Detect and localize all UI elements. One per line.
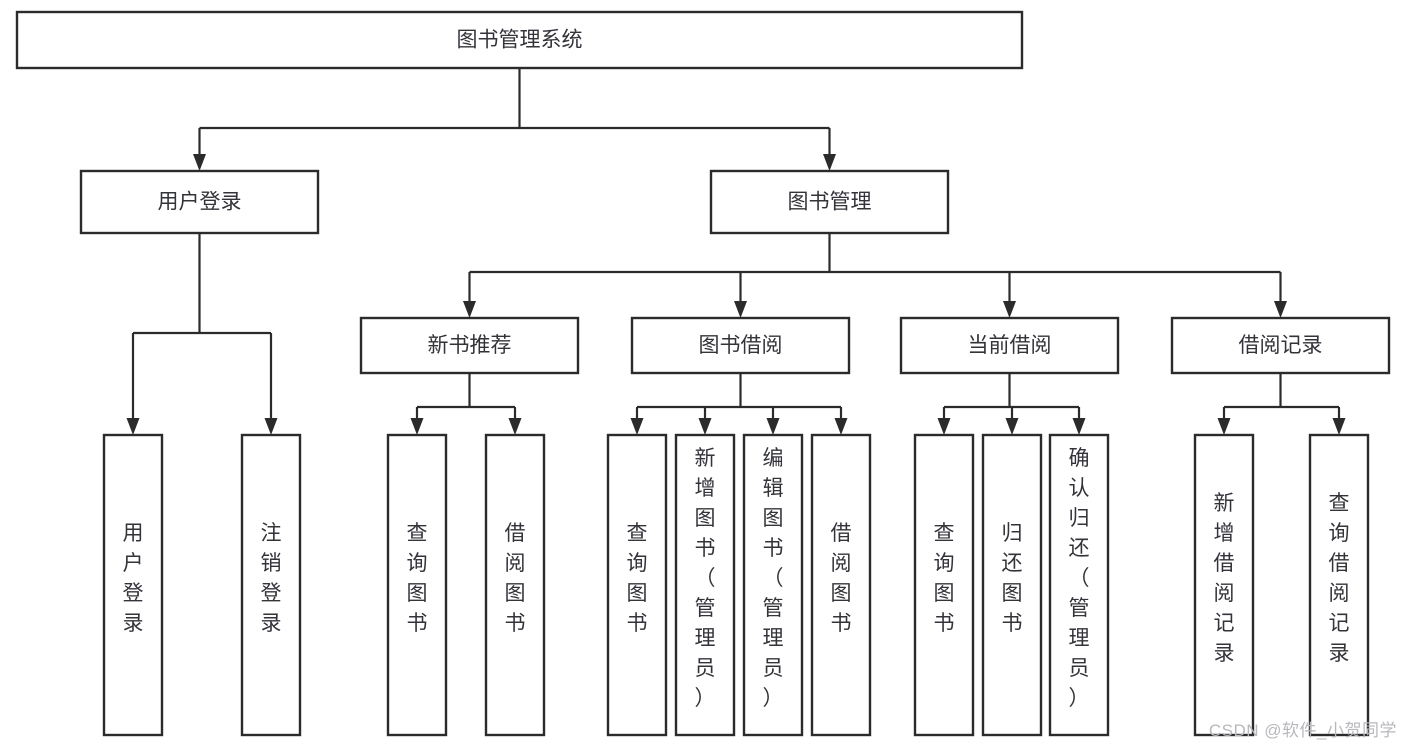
- edge-arrowhead: [1217, 418, 1231, 435]
- edge-arrowhead: [1072, 418, 1086, 435]
- node-box-user-login[interactable]: [79, 169, 320, 235]
- csdn-watermark: CSDN @软件_小贺同学: [1208, 721, 1397, 740]
- node-label-leaf-query-book-1: 查询图书: [407, 522, 428, 635]
- node-box-book-borrow[interactable]: [630, 316, 851, 375]
- node-borrow-record[interactable]: 借阅记录: [1170, 316, 1391, 375]
- node-leaf-logout[interactable]: 注销登录: [240, 433, 302, 737]
- node-label-borrow-record: 借阅记录: [1239, 334, 1323, 357]
- node-user-login[interactable]: 用户登录: [79, 169, 320, 235]
- node-box-leaf-logout[interactable]: [240, 433, 302, 737]
- node-box-leaf-query-book-1[interactable]: [386, 433, 448, 737]
- node-leaf-add-record[interactable]: 新增借阅记录: [1193, 433, 1255, 737]
- edge-arrowhead: [766, 418, 780, 435]
- node-leaf-user-login[interactable]: 用户登录: [102, 433, 164, 737]
- node-leaf-query-record[interactable]: 查询借阅记录: [1308, 433, 1370, 737]
- node-label-leaf-add-record: 新增借阅记录: [1214, 492, 1235, 665]
- edge-arrowhead: [734, 301, 747, 318]
- node-label-leaf-user-login: 用户登录: [123, 522, 144, 635]
- node-box-leaf-edit-book[interactable]: [742, 433, 804, 737]
- node-label-leaf-query-book-2: 查询图书: [627, 522, 648, 635]
- edge-arrowhead: [193, 154, 206, 171]
- node-label-book-borrow: 图书借阅: [699, 334, 783, 357]
- node-box-book-manage[interactable]: [709, 169, 950, 235]
- node-label-leaf-edit-book: 编辑图书（管理员）: [763, 447, 784, 710]
- edge-arrowhead: [1003, 301, 1016, 318]
- node-box-leaf-confirm-return[interactable]: [1048, 433, 1110, 737]
- node-box-root[interactable]: [15, 10, 1024, 70]
- edge-arrowhead: [1005, 418, 1019, 435]
- node-box-leaf-query-record[interactable]: [1308, 433, 1370, 737]
- edge-arrowhead: [508, 418, 522, 435]
- node-box-leaf-borrow-book-2[interactable]: [810, 433, 872, 737]
- node-root[interactable]: 图书管理系统: [15, 10, 1024, 70]
- node-label-leaf-borrow-book-2: 借阅图书: [831, 522, 852, 635]
- node-leaf-add-book[interactable]: 新增图书（管理员）: [674, 433, 736, 737]
- node-label-user-login: 用户登录: [158, 191, 242, 214]
- edge-arrowhead: [410, 418, 424, 435]
- node-label-current-borrow: 当前借阅: [968, 334, 1052, 357]
- node-label-leaf-query-book-3: 查询图书: [934, 522, 955, 635]
- edge-arrowhead: [698, 418, 712, 435]
- edge-layer: [126, 68, 1346, 435]
- node-leaf-query-book-2[interactable]: 查询图书: [606, 433, 668, 737]
- node-label-leaf-borrow-book-1: 借阅图书: [505, 522, 526, 635]
- node-label-new-book-recommend: 新书推荐: [428, 334, 512, 357]
- node-label-root: 图书管理系统: [457, 29, 583, 52]
- node-leaf-edit-book[interactable]: 编辑图书（管理员）: [742, 433, 804, 737]
- node-label-leaf-logout: 注销登录: [261, 522, 282, 635]
- node-leaf-confirm-return[interactable]: 确认归还（管理员）: [1048, 433, 1110, 737]
- node-box-leaf-query-book-2[interactable]: [606, 433, 668, 737]
- edge-arrowhead: [264, 418, 278, 435]
- node-book-borrow[interactable]: 图书借阅: [630, 316, 851, 375]
- edge-arrowhead: [126, 418, 140, 435]
- node-label-leaf-return-book: 归还图书: [1002, 522, 1023, 635]
- node-leaf-borrow-book-1[interactable]: 借阅图书: [484, 433, 546, 737]
- node-new-book-recommend[interactable]: 新书推荐: [359, 316, 580, 375]
- node-current-borrow[interactable]: 当前借阅: [899, 316, 1120, 375]
- node-leaf-query-book-3[interactable]: 查询图书: [913, 433, 975, 737]
- node-box-new-book-recommend[interactable]: [359, 316, 580, 375]
- edge-arrowhead: [834, 418, 848, 435]
- node-leaf-borrow-book-2[interactable]: 借阅图书: [810, 433, 872, 737]
- edge-arrowhead: [1332, 418, 1346, 435]
- edge-arrowhead: [1274, 301, 1287, 318]
- node-leaf-return-book[interactable]: 归还图书: [981, 433, 1043, 737]
- node-label-book-manage: 图书管理: [788, 191, 872, 214]
- node-box-current-borrow[interactable]: [899, 316, 1120, 375]
- node-label-leaf-query-record: 查询借阅记录: [1329, 492, 1350, 665]
- node-book-manage[interactable]: 图书管理: [709, 169, 950, 235]
- node-leaf-query-book-1[interactable]: 查询图书: [386, 433, 448, 737]
- node-box-leaf-query-book-3[interactable]: [913, 433, 975, 737]
- node-label-leaf-add-book: 新增图书（管理员）: [695, 447, 716, 710]
- node-box-borrow-record[interactable]: [1170, 316, 1391, 375]
- node-box-leaf-borrow-book-1[interactable]: [484, 433, 546, 737]
- edge-arrowhead: [937, 418, 951, 435]
- edge-arrowhead: [463, 301, 476, 318]
- node-box-leaf-return-book[interactable]: [981, 433, 1043, 737]
- node-box-leaf-add-record[interactable]: [1193, 433, 1255, 737]
- node-box-leaf-user-login[interactable]: [102, 433, 164, 737]
- node-layer: 图书管理系统用户登录图书管理新书推荐图书借阅当前借阅借阅记录用户登录注销登录查询…: [15, 10, 1391, 737]
- node-label-leaf-confirm-return: 确认归还（管理员）: [1069, 447, 1090, 710]
- edge-arrowhead: [823, 154, 836, 171]
- edge-arrowhead: [630, 418, 644, 435]
- node-box-leaf-add-book[interactable]: [674, 433, 736, 737]
